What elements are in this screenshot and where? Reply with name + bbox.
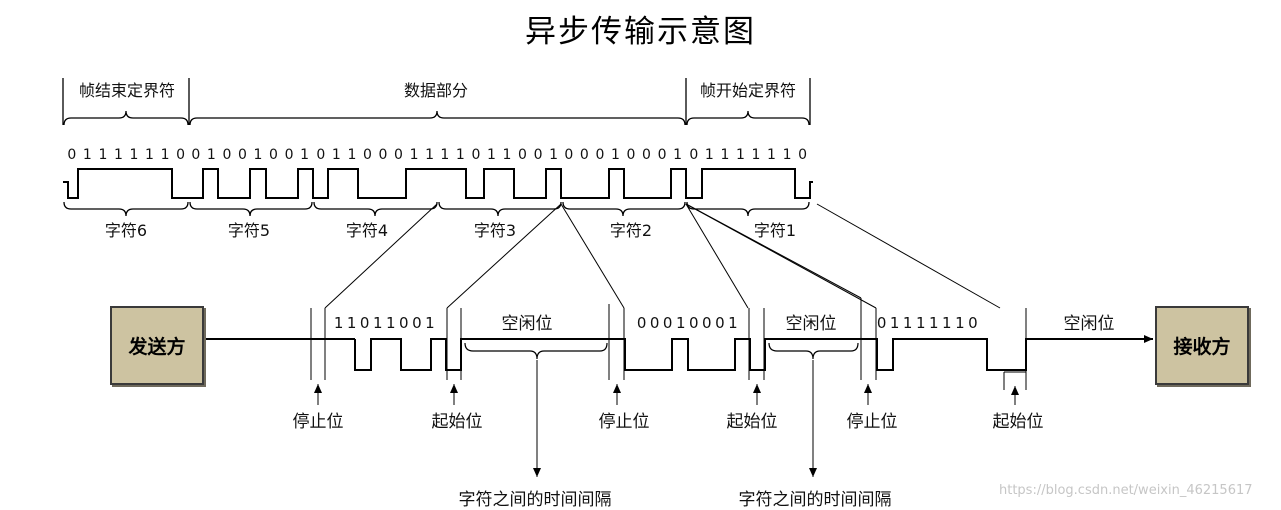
bit-digit: 1 [611,147,620,163]
bit-digit: 0 [564,147,573,163]
idle-label: 空闲位 [1064,314,1115,334]
bit-digit: 1 [130,147,139,163]
bit-digit: 1 [145,147,154,163]
idle-label: 空闲位 [786,314,837,334]
bit-digit: 1 [673,147,682,163]
connector-line [446,203,562,309]
bit-digit: 1 [487,147,496,163]
start-bit-label: 起始位 [993,412,1044,432]
bit-digit: 0 [363,147,372,163]
brace-frame-end [63,110,189,126]
bit-digit: 0 [238,147,247,163]
gap-label: 字符之间的时间间隔 [739,490,892,510]
frame-end-delimiter-label: 帧结束定界符 [79,81,175,100]
bit-digit: 1 [456,147,465,163]
watermark: https://blog.csdn.net/weixin_46215617 [999,483,1253,498]
bit-digit: 0 [595,147,604,163]
gap-label: 字符之间的时间间隔 [459,490,612,510]
character-labels: 字符6 字符5 字符4 字符3 字符2 字符1 [105,221,796,240]
bit-digit: 0 [580,147,589,163]
connector-line [685,203,877,309]
connector-lines [324,203,1001,309]
character-label: 字符3 [474,221,516,240]
bit-digit: 1 [736,147,745,163]
character-label: 字符5 [228,221,270,240]
top-waveform [63,168,813,199]
bit-digit: 1 [300,147,309,163]
character-label: 字符2 [610,221,652,240]
bit-digit: 0 [642,147,651,163]
brace-frame-start [686,110,810,126]
bit-digit: 1 [783,147,792,163]
character-label: 字符6 [105,221,147,240]
brace-data [189,110,686,126]
bottom-waveform [354,338,1145,371]
bottom-bits-1: 11011001 [334,314,438,332]
bit-digit: 1 [161,147,170,163]
bit-digit: 1 [410,147,419,163]
bit-digit: 0 [627,147,636,163]
start-bit-label: 起始位 [432,412,483,432]
character-label: 字符4 [346,221,388,240]
character-label: 字符1 [754,221,796,240]
data-part-label: 数据部分 [404,81,468,100]
start-bit-label: 起始位 [727,412,778,432]
bit-digit: 0 [658,147,667,163]
bit-digit: 1 [98,147,107,163]
bit-digit: 0 [471,147,480,163]
bit-digit: 0 [285,147,294,163]
idle-brace-1 [464,342,608,360]
bit-digit: 0 [798,147,807,163]
bit-digit: 0 [269,147,278,163]
bit-digit: 1 [207,147,216,163]
connector-line [685,203,749,309]
bit-digit: 0 [176,147,185,163]
receiver-box: 接收方 [1155,306,1249,385]
bit-digit: 1 [440,147,449,163]
bit-digit: 0 [191,147,200,163]
bit-digit: 1 [254,147,263,163]
idle-brace-2 [768,342,859,360]
bit-digit: 0 [222,147,231,163]
bit-digit: 1 [347,147,356,163]
bit-digit: 1 [332,147,341,163]
bit-digit: 0 [689,147,698,163]
stop-bit-label: 停止位 [293,412,344,432]
bit-digit: 1 [549,147,558,163]
bit-digit: 1 [720,147,729,163]
bit-digit: 0 [394,147,403,163]
stop-bit-label: 停止位 [847,412,898,432]
connector-line [560,203,625,309]
idle-label: 空闲位 [502,314,553,334]
stop-bit-label: 停止位 [599,412,650,432]
connector-line [324,203,438,309]
bit-digit: 1 [767,147,776,163]
bit-digit: 0 [534,147,543,163]
bit-digit: 1 [114,147,123,163]
bottom-bits-2: 00010001 [637,314,741,332]
bit-digit: 0 [67,147,76,163]
sender-box: 发送方 [110,306,204,385]
bit-digit: 1 [705,147,714,163]
brace-characters [63,201,810,217]
bit-digit: 0 [518,147,527,163]
bit-digit: 1 [425,147,434,163]
bit-digit: 1 [752,147,761,163]
frame-start-delimiter-label: 帧开始定界符 [700,81,796,100]
bit-digit: 1 [83,147,92,163]
connector-line [816,203,1001,309]
bit-digit: 0 [316,147,325,163]
diagram-title: 异步传输示意图 [525,14,756,50]
bottom-bits-3: 01111110 [877,314,981,332]
bit-digit: 0 [379,147,388,163]
bit-digit: 1 [503,147,512,163]
